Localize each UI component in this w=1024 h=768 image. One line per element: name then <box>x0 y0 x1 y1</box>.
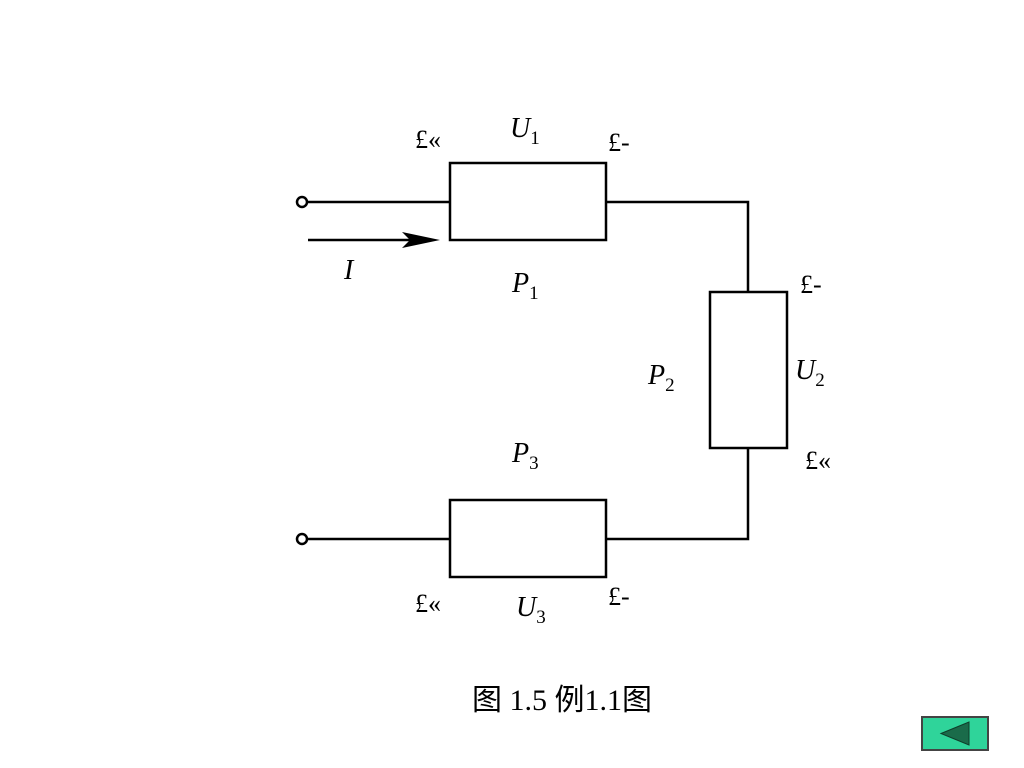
element1-power-label: P1 <box>512 268 539 304</box>
element1-voltage-label: U1 <box>510 113 540 149</box>
current-arrow-icon <box>402 232 440 248</box>
element1-sign-left: £« <box>415 125 441 154</box>
wire-top-right <box>606 200 750 292</box>
element2-sign-top: £- <box>800 270 822 299</box>
element3-power-label: P3 <box>512 438 539 474</box>
back-button[interactable] <box>921 716 989 751</box>
element3-sign-left: £« <box>415 589 441 618</box>
current-label: I <box>344 255 354 286</box>
element3-voltage-label: U3 <box>516 592 546 628</box>
terminal-bottom <box>295 532 309 546</box>
element2-power-label: P2 <box>648 360 675 396</box>
resistor-2 <box>708 290 789 450</box>
figure-caption: 图 1.5 例1.1图 <box>472 684 652 717</box>
terminal-top <box>295 195 309 209</box>
left-triangle-icon <box>939 721 970 746</box>
resistor-1 <box>448 161 608 242</box>
element1-sign-right: £- <box>608 128 630 157</box>
element2-sign-bottom: £« <box>805 446 831 475</box>
wire-bottom-right <box>606 448 750 541</box>
resistor-3 <box>448 498 608 579</box>
element2-voltage-label: U2 <box>795 355 825 391</box>
element3-sign-right: £- <box>608 582 630 611</box>
